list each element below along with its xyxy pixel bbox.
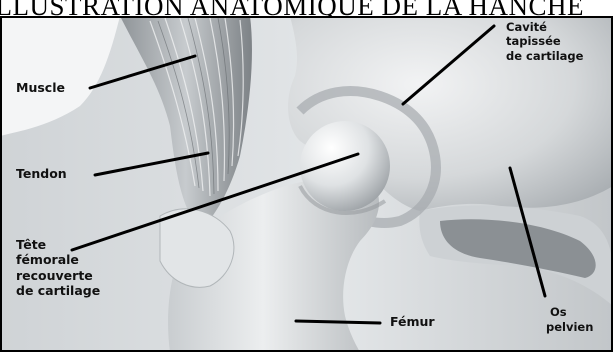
label-cavite-line-3: de cartilage [506, 49, 583, 63]
label-tete-line-1: Tête [16, 237, 46, 252]
label-femur: Fémur [390, 314, 435, 329]
label-muscle: Muscle [16, 80, 65, 95]
anatomy-illustration [0, 16, 613, 352]
label-tete-line-2: fémorale [16, 252, 79, 267]
label-tete-line-3: recouverte [16, 268, 93, 283]
label-tete-line-4: de cartilage [16, 283, 100, 298]
label-cavite-line-1: Cavité [506, 20, 547, 34]
label-tendon: Tendon [16, 166, 67, 181]
femoral-head [300, 121, 390, 211]
label-os-line-1: Os [550, 305, 567, 319]
leader-femur [296, 321, 380, 323]
label-os-line-2: pelvien [546, 320, 593, 334]
label-cavite-line-2: tapissée [506, 34, 561, 48]
